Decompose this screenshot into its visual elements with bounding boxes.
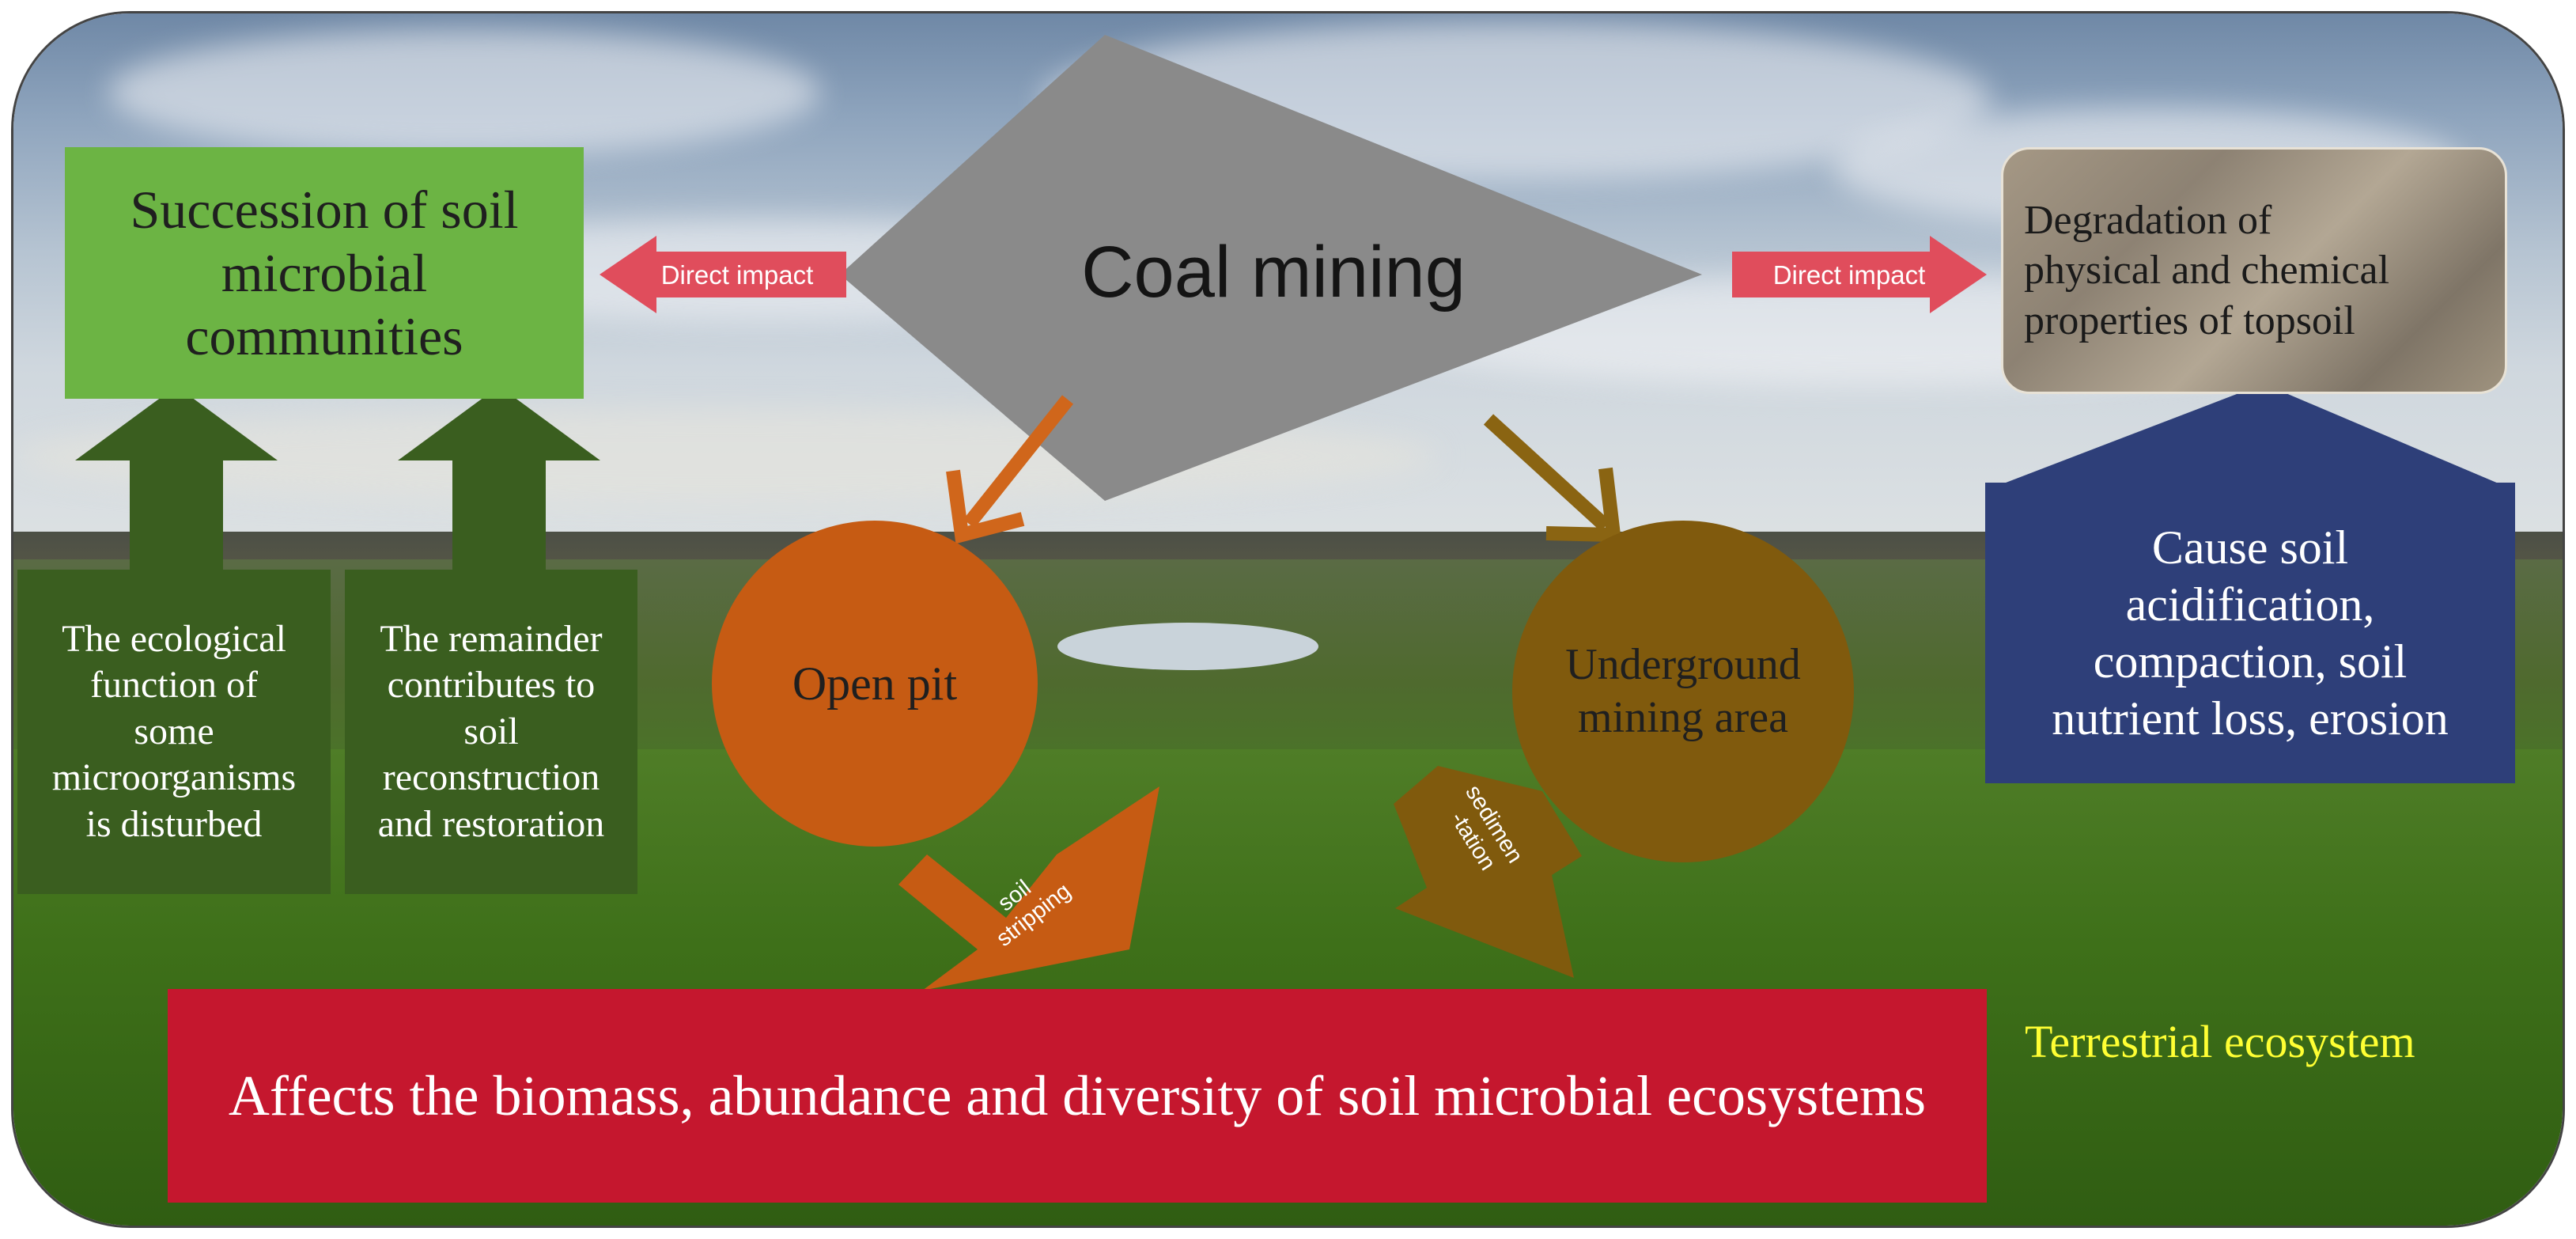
ecological-line-1: The ecological (62, 617, 286, 660)
coal-mining-label: Coal mining (1081, 232, 1466, 313)
succession-box: Succession of soil microbial communities (65, 147, 584, 399)
cause-box: Cause soil acidification, compaction, so… (1985, 483, 2515, 783)
succession-line-3: communities (185, 306, 463, 367)
lake (1057, 623, 1318, 670)
sedimentation-arrow (1394, 766, 1582, 978)
underground-mining-circle: Underground mining area (1512, 521, 1854, 862)
direct-impact-left-label: Direct impact (661, 260, 814, 290)
ecological-line-3: some (134, 710, 214, 752)
underground-line-1: Underground (1565, 639, 1801, 689)
cause-line-1: Cause soil (2151, 521, 2349, 574)
open-pit-circle: Open pit (712, 521, 1038, 847)
ecological-function-box: The ecological function of some microorg… (17, 570, 331, 894)
remainder-line-4: reconstruction (382, 756, 600, 799)
ecological-line-4: microorganisms (51, 756, 297, 799)
open-pit-arrow-shaft (963, 395, 1074, 529)
open-pit-label: Open pit (792, 657, 958, 710)
degradation-line-3: properties of topsoil (2024, 297, 2355, 343)
remainder-line-5: and restoration (377, 802, 605, 845)
degradation-line-1: Degradation of (2024, 197, 2272, 243)
direct-impact-right-arrow (1732, 236, 1987, 313)
underground-line-2: mining area (1578, 693, 1788, 742)
remainder-line-2: contributes to (387, 664, 596, 707)
ecological-line-5: is disturbed (85, 802, 263, 845)
degradation-box: Degradation of physical and chemical pro… (2001, 147, 2507, 394)
ecological-line-2: function of (90, 664, 258, 707)
remainder-line-1: The remainder (380, 617, 603, 660)
degradation-line-2: physical and chemical (2024, 248, 2390, 294)
up-arrow-cause (1985, 384, 2515, 491)
succession-line-2: microbial (221, 242, 428, 303)
cloud (108, 29, 820, 156)
cause-line-2: acidification, (2125, 578, 2375, 631)
open-pit-arrow-head (946, 469, 1025, 544)
underground-arrow-shaft (1483, 414, 1611, 532)
affects-label: Affects the biomass, abundance and diver… (228, 1063, 1927, 1127)
cause-line-4: nutrient loss, erosion (2052, 692, 2449, 745)
cause-line-3: compaction, soil (2093, 635, 2408, 688)
soil-stripping-arrow (898, 786, 1159, 991)
affects-box: Affects the biomass, abundance and diver… (168, 989, 1987, 1203)
succession-line-1: Succession of soil (130, 179, 519, 240)
up-arrow-left (75, 386, 278, 570)
remainder-line-3: soil (463, 710, 519, 752)
direct-impact-right-label: Direct impact (1773, 260, 1926, 290)
remainder-box: The remainder contributes to soil recons… (345, 570, 637, 894)
direct-impact-left-arrow (600, 236, 846, 313)
coal-mining-diamond (840, 35, 1702, 501)
terrestrial-ecosystem-label: Terrestrial ecosystem (2025, 1016, 2415, 1067)
up-arrow-right (398, 386, 600, 570)
